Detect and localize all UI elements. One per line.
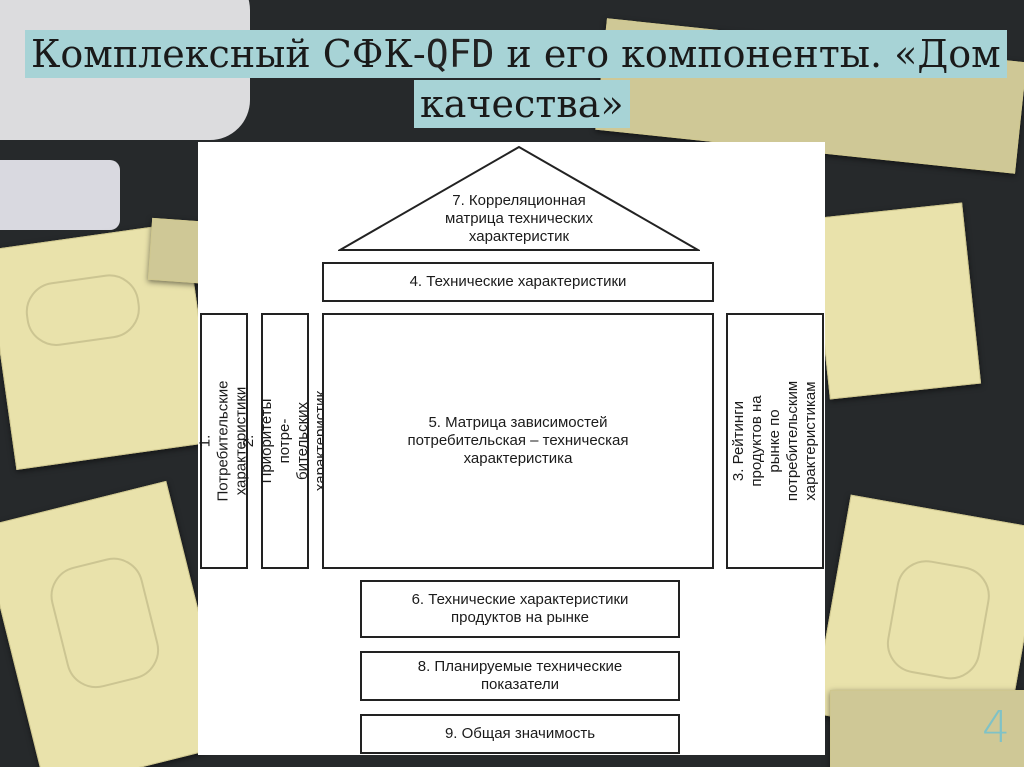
roof-label: 7. Корреляционная матрица технических ха… <box>445 192 593 245</box>
background-note <box>810 202 982 400</box>
house-of-quality-diagram: 7. Корреляционная матрица технических ха… <box>197 142 825 755</box>
consumer-characteristics-box: 1. Потребительские характеристики <box>197 313 250 569</box>
title-text: качества» <box>420 82 624 126</box>
background-note <box>830 690 1024 767</box>
roof-triangle <box>338 145 700 251</box>
tech-characteristics-box: 4. Технические характеристики <box>322 262 714 302</box>
consumer-priorities-box: 2. Приоритеты потре- бительских характер… <box>240 313 329 569</box>
market-tech-characteristics-label: 6. Технические характеристики продуктов … <box>411 591 629 626</box>
planned-indicators-box: 8. Планируемые технические показатели <box>360 651 680 701</box>
title-text: и его компоненты. «Дом <box>494 32 1001 76</box>
dependency-matrix-box: 5. Матрица зависимостей потребительская … <box>322 313 714 569</box>
slide-title-line-1: Комплексный СФК-QFD и его компоненты. «Д… <box>25 30 1007 78</box>
overall-significance-label: 9. Общая значимость <box>444 725 596 742</box>
background-object <box>0 160 120 230</box>
tech-characteristics-label: 4. Технические характеристики <box>409 273 627 290</box>
market-ratings-box: 3. Рейтинги продуктов на рынке по потреб… <box>726 313 824 569</box>
title-acronym: QFD <box>425 32 495 76</box>
roof-correlation-matrix: 7. Корреляционная матрица технических ха… <box>338 144 700 252</box>
slide-title-line-2: качества» <box>414 80 630 128</box>
title-text: Комплексный СФК- <box>31 32 426 76</box>
market-tech-characteristics-box: 6. Технические характеристики продуктов … <box>360 580 680 638</box>
consumer-priorities-label: 2. Приоритеты потре- бительских характер… <box>240 390 329 492</box>
market-ratings-label: 3. Рейтинги продуктов на рынке по потреб… <box>730 380 820 502</box>
page-number: 4 <box>982 702 1010 753</box>
dependency-matrix-label: 5. Матрица зависимостей потребительская … <box>407 414 629 467</box>
planned-indicators-label: 8. Планируемые технические показатели <box>417 658 623 693</box>
overall-significance-box: 9. Общая значимость <box>360 714 680 754</box>
